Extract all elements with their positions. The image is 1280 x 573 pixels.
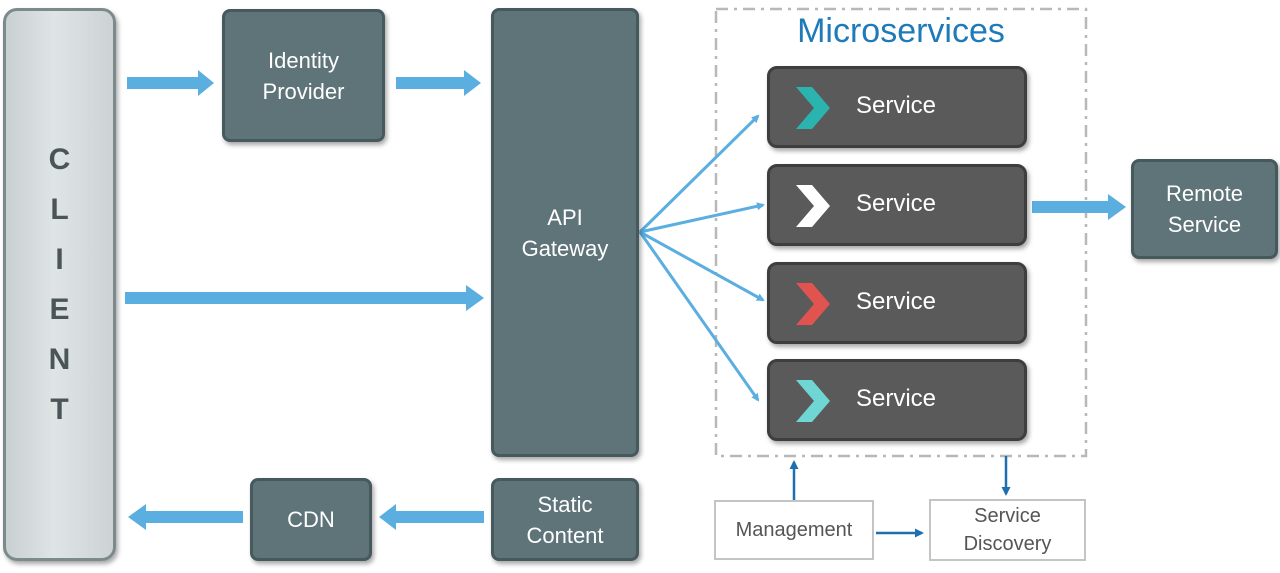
client-letter: I bbox=[55, 242, 64, 276]
chevron-shape bbox=[796, 87, 830, 129]
cdn-box: CDN bbox=[250, 478, 372, 561]
static-content-line1: Static bbox=[537, 491, 593, 517]
arrow-client-to-gateway bbox=[125, 285, 484, 311]
client-letter: T bbox=[50, 392, 69, 426]
service-discovery-line1: Service bbox=[974, 505, 1041, 527]
client-letter: L bbox=[50, 192, 69, 226]
chevron-icon bbox=[796, 185, 830, 227]
api-gateway-line1: API bbox=[547, 204, 583, 230]
microservices-title: Microservices bbox=[797, 12, 1005, 50]
client-letter: C bbox=[48, 142, 71, 176]
service-box: Service bbox=[767, 66, 1027, 148]
chevron-shape bbox=[796, 185, 830, 227]
arrow-service-to-remote bbox=[1032, 194, 1126, 220]
service-label: Service bbox=[856, 385, 937, 412]
service-label: Service bbox=[856, 92, 937, 119]
identity-provider-box: Identity Provider bbox=[222, 9, 385, 142]
cdn-label: CDN bbox=[287, 507, 335, 532]
chevron-icon bbox=[796, 87, 830, 129]
api-gateway-line2: Gateway bbox=[521, 235, 609, 261]
remote-service-box: Remote Service bbox=[1131, 159, 1278, 259]
static-content-box: Static Content bbox=[491, 478, 639, 561]
management-box: Management bbox=[714, 500, 874, 560]
chevron-icon bbox=[796, 380, 830, 422]
static-content-line2: Content bbox=[526, 522, 604, 548]
arrow-gateway-to-service-4 bbox=[638, 231, 760, 402]
remote-service-line1: Remote bbox=[1165, 181, 1244, 206]
arrow-identity-to-gateway bbox=[396, 70, 481, 96]
service-box: Service bbox=[767, 359, 1027, 441]
chevron-shape bbox=[796, 283, 830, 325]
identity-provider-line2: Provider bbox=[262, 78, 345, 104]
management-label: Management bbox=[735, 519, 853, 541]
service-discovery-line2: Discovery bbox=[963, 533, 1052, 555]
arrow-static-to-cdn bbox=[379, 504, 484, 530]
identity-provider-line1: Identity bbox=[268, 47, 339, 73]
microservices-container bbox=[714, 7, 1088, 458]
arrow-cdn-to-client bbox=[128, 504, 243, 530]
arrow-client-to-identity bbox=[127, 70, 214, 96]
arrow-gateway-to-service-2 bbox=[639, 202, 765, 234]
remote-service-line2: Service bbox=[1167, 212, 1242, 237]
arrow-gateway-to-service-3 bbox=[639, 230, 765, 302]
service-label: Service bbox=[856, 288, 937, 315]
client-bar: C L I E N T bbox=[3, 8, 116, 561]
chevron-shape bbox=[796, 380, 830, 422]
arrow-gateway-to-service-1 bbox=[638, 114, 760, 234]
service-box: Service bbox=[767, 262, 1027, 344]
service-discovery-box: Service Discovery bbox=[929, 499, 1086, 561]
client-letter: E bbox=[49, 292, 70, 326]
chevron-icon bbox=[796, 283, 830, 325]
client-letter: N bbox=[48, 342, 71, 376]
service-box: Service bbox=[767, 164, 1027, 246]
service-label: Service bbox=[856, 190, 937, 217]
api-gateway-box: API Gateway bbox=[491, 8, 639, 457]
